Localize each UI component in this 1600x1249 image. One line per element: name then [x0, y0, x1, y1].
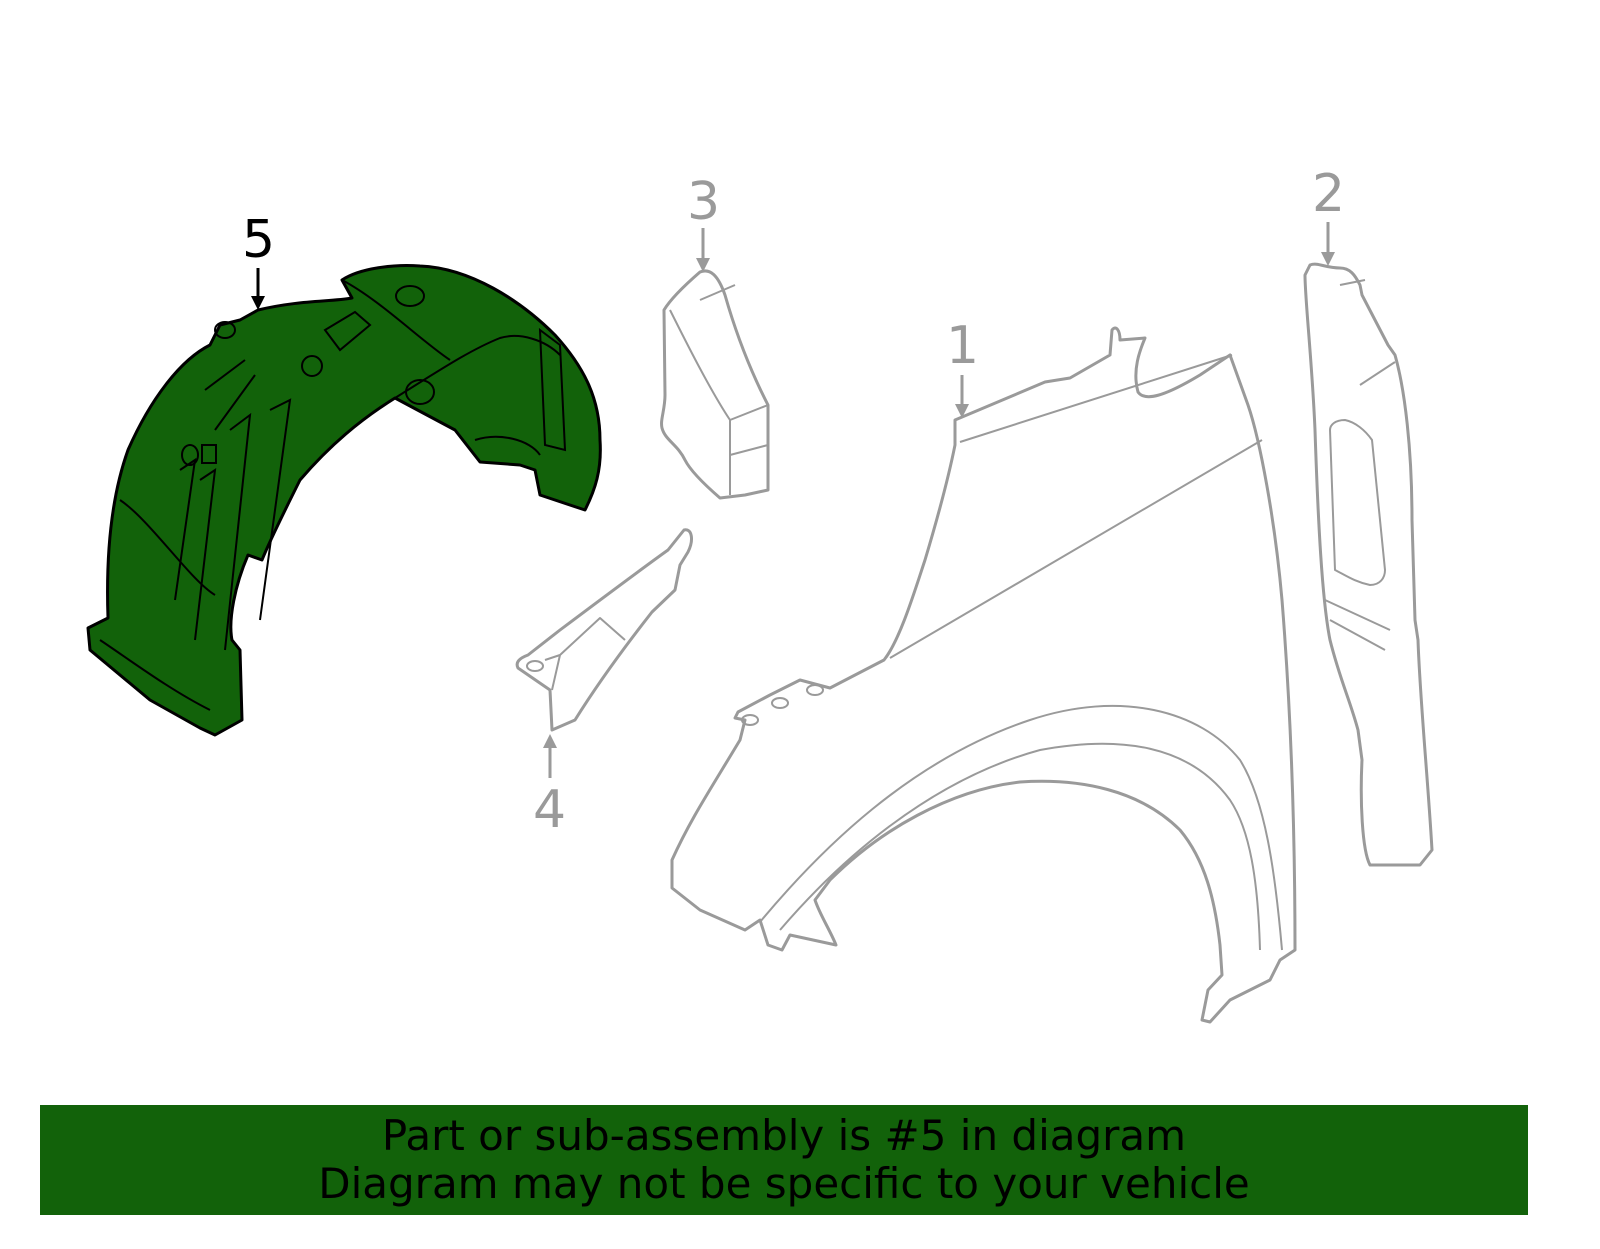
part-5-details: [99, 279, 567, 711]
part-info-banner: Part or sub-assembly is #5 in diagram Di…: [40, 1105, 1528, 1215]
banner-line-disclaimer: Diagram may not be specific to your vehi…: [318, 1159, 1250, 1208]
banner-line-part-number: Part or sub-assembly is #5 in diagram: [381, 1111, 1187, 1160]
part-4-bracket[interactable]: [515, 528, 693, 732]
part-1-fender[interactable]: [670, 326, 1297, 1024]
callout-label-2: 2: [1312, 164, 1346, 224]
callout-4-arrow: [543, 734, 557, 778]
callout-3-arrow: [696, 228, 710, 272]
callout-1-arrow: [955, 375, 969, 418]
callout-label-5: 5: [242, 210, 276, 270]
callout-label-1: 1: [946, 316, 980, 376]
callout-5-arrow: [251, 268, 265, 310]
part-3-insulator[interactable]: [660, 269, 770, 500]
part-2-seal[interactable]: [1303, 262, 1434, 867]
callout-label-3: 3: [687, 172, 721, 232]
callout-label-4: 4: [533, 780, 567, 840]
callout-2-arrow: [1321, 222, 1335, 266]
